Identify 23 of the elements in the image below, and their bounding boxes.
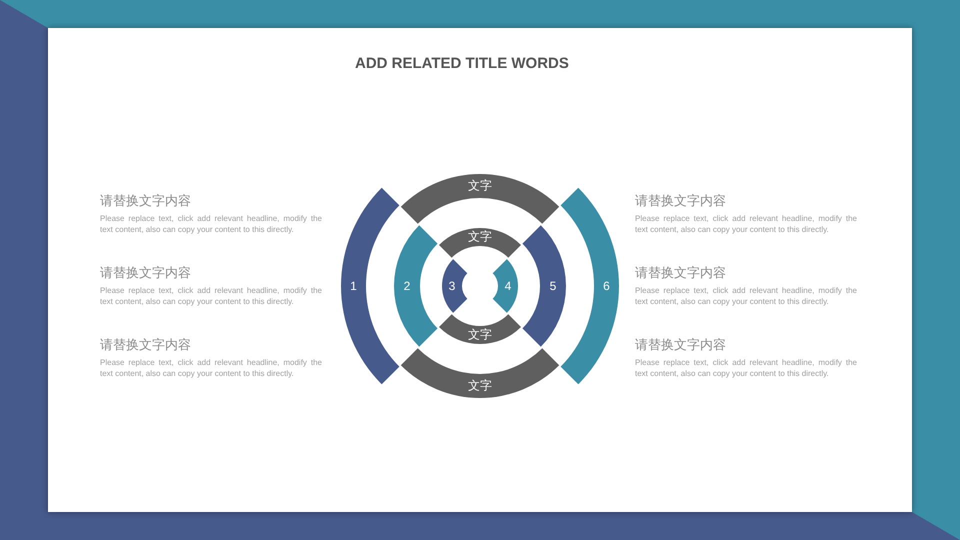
ring-segment: 6 bbox=[560, 187, 619, 385]
item-heading: 请替换文字内容 bbox=[100, 336, 192, 354]
ring-segment: 4 bbox=[492, 259, 518, 313]
title: ADD RELATED TITLE WORDS bbox=[355, 55, 569, 72]
item-description: Please replace text, click add relevant headline, modify the text content, also can copy your content to this directly. bbox=[635, 357, 857, 379]
ring-segment: 2 bbox=[394, 225, 438, 347]
item-heading: 请替换文字内容 bbox=[635, 192, 727, 210]
item-heading: 请替换文字内容 bbox=[100, 264, 192, 282]
ring-segment: 5 bbox=[522, 225, 566, 347]
ring-segment: 3 bbox=[442, 259, 468, 313]
item-description: Please replace text, click add relevant headline, modify the text content, also can copy your content to this directly. bbox=[100, 213, 322, 235]
item-description: Please replace text, click add relevant headline, modify the text content, also can copy your content to this directly. bbox=[100, 285, 322, 307]
item-heading: 请替换文字内容 bbox=[100, 192, 192, 210]
ring-segment: 文字 bbox=[438, 314, 522, 344]
ring-segment: 文字 bbox=[400, 174, 560, 224]
item-description: Please replace text, click add relevant headline, modify the text content, also can copy your content to this directly. bbox=[100, 357, 322, 379]
item-description: Please replace text, click add relevant headline, modify the text content, also can copy your content to this directly. bbox=[635, 285, 857, 307]
ring-segment: 文字 bbox=[438, 228, 522, 258]
ring-segment: 1 bbox=[341, 187, 400, 385]
item-heading: 请替换文字内容 bbox=[635, 264, 727, 282]
item-heading: 请替换文字内容 bbox=[635, 336, 727, 354]
ring-segment: 文字 bbox=[400, 348, 560, 398]
item-description: Please replace text, click add relevant headline, modify the text content, also can copy your content to this directly. bbox=[635, 213, 857, 235]
